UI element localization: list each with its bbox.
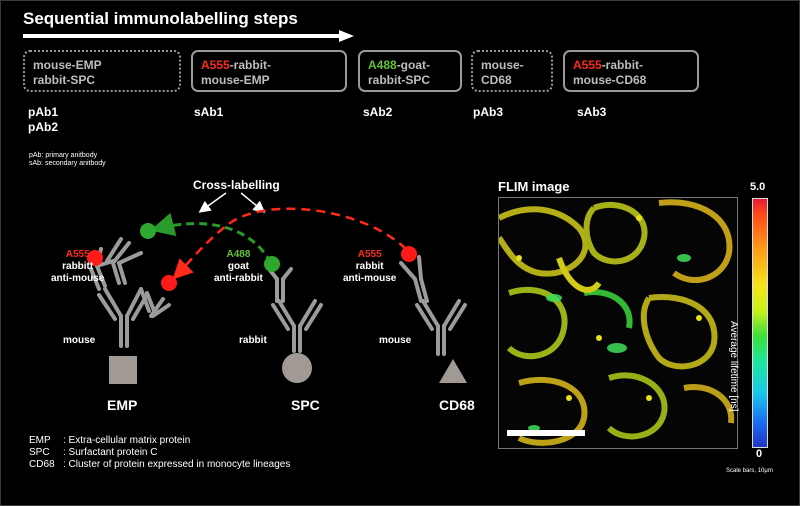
abbreviation-legend: EMP: Extra-cellular matrix protein SPC: … bbox=[29, 435, 290, 471]
spc-antigen-circle bbox=[282, 353, 312, 383]
emp-antigen-square bbox=[109, 356, 137, 384]
green-cross-path bbox=[150, 212, 273, 264]
mouse-primary-antibody-left bbox=[97, 287, 149, 348]
fluorophore-green-left bbox=[140, 223, 156, 239]
fluorophore-green-mid bbox=[264, 256, 280, 272]
legend-row: EMP: Extra-cellular matrix protein bbox=[29, 435, 191, 446]
step-tag-5: sAb3 bbox=[577, 105, 607, 119]
step-box-3: A488-goat- rabbit-SPC bbox=[358, 50, 462, 92]
antigen-label-cd68: CD68 bbox=[439, 397, 475, 413]
host-label-mouse-left: mouse bbox=[63, 335, 96, 346]
step-tag-4: pAb3 bbox=[473, 105, 503, 119]
cross-arrow-right bbox=[240, 192, 266, 213]
antigen-label-spc: SPC bbox=[291, 397, 320, 413]
flim-title: FLIM image bbox=[498, 179, 570, 194]
flim-image bbox=[498, 197, 738, 449]
host-label-rabbit: rabbit bbox=[239, 335, 267, 346]
a555-right-label: A555 rabbit anti-mouse bbox=[343, 249, 397, 284]
cd68-antigen-triangle bbox=[439, 359, 467, 383]
secondary-antibody-left-b bbox=[105, 237, 143, 285]
cross-labelling-label: Cross-labelling bbox=[193, 178, 280, 192]
step-tag-2: sAb1 bbox=[194, 105, 224, 119]
colorbar-axis-label: Average lifetime [ns] bbox=[728, 321, 739, 412]
colorbar-min-label: 0 bbox=[756, 448, 763, 460]
step-box-5: A555-rabbit- mouse-CD68 bbox=[563, 50, 699, 92]
scale-bar-note: Scale bars, 10μm bbox=[726, 468, 773, 474]
fluorophore-red-left bbox=[87, 250, 103, 266]
step-box-2: A555-rabbit- mouse-EMP bbox=[191, 50, 347, 92]
secondary-antibody-left-c bbox=[139, 287, 171, 318]
step-tag-3: sAb2 bbox=[363, 105, 393, 119]
legend-row: SPC: Surfactant protein C bbox=[29, 447, 158, 458]
antigen-label-emp: EMP bbox=[107, 397, 138, 413]
page-title: Sequential immunolabelling steps bbox=[23, 9, 298, 28]
mouse-primary-antibody-right bbox=[399, 255, 467, 356]
a555-left-label: A555 rabbitt anti-mouse bbox=[51, 249, 105, 284]
scale-bar bbox=[507, 430, 585, 436]
colorbar-max-label: 5.0 bbox=[750, 181, 766, 193]
flim-micrograph bbox=[499, 199, 735, 446]
host-label-mouse-right: mouse bbox=[379, 335, 412, 346]
rabbit-primary-antibody bbox=[267, 267, 323, 353]
fluorophore-red-mid bbox=[161, 275, 177, 291]
legend-row: CD68: Cluster of protein expressed in mo… bbox=[29, 459, 291, 470]
fluorophore-red-right bbox=[401, 246, 417, 262]
cross-arrow-left bbox=[198, 192, 227, 213]
red-cross-path bbox=[172, 207, 407, 280]
lifetime-colorbar bbox=[752, 198, 768, 448]
step-box-1: mouse-EMP rabbit-SPC bbox=[23, 50, 181, 92]
direction-arrow bbox=[23, 30, 354, 42]
antibody-diagram bbox=[87, 192, 467, 384]
a488-label: A488 goat anti-rabbit bbox=[214, 249, 263, 284]
step-box-4: mouse- CD68 bbox=[471, 50, 553, 92]
